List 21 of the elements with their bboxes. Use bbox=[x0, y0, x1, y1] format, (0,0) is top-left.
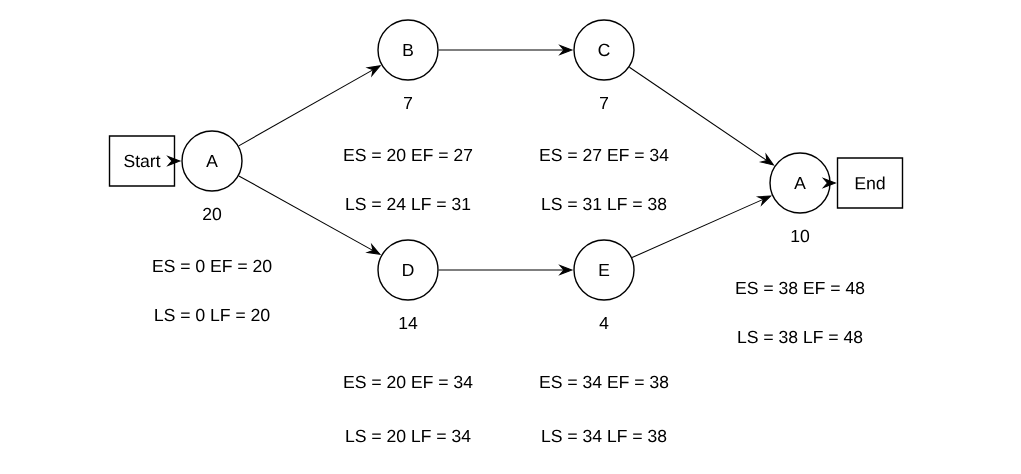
schedule-label: ES = 38 EF = 48 bbox=[736, 281, 865, 295]
schedule-label: LS = 24 LF = 31 bbox=[346, 197, 471, 211]
duration-label: 20 bbox=[203, 207, 222, 221]
schedule-label: ES = 0 EF = 20 bbox=[153, 259, 272, 273]
schedule-label: LS = 34 LF = 38 bbox=[542, 429, 667, 443]
terminal-box: End bbox=[836, 157, 904, 209]
duration-label: 4 bbox=[599, 316, 609, 330]
schedule-label: LS = 38 LF = 48 bbox=[738, 330, 863, 344]
schedule-label: ES = 20 EF = 27 bbox=[344, 148, 473, 162]
duration-label: 10 bbox=[791, 229, 810, 243]
duration-label: 7 bbox=[404, 96, 412, 110]
schedule-label: ES = 34 EF = 38 bbox=[540, 375, 669, 389]
schedule-label: LS = 20 LF = 34 bbox=[346, 429, 471, 443]
arrow bbox=[631, 195, 772, 259]
terminal-box: Start bbox=[108, 135, 176, 187]
schedule-label: LS = 0 LF = 20 bbox=[155, 308, 270, 322]
schedule-label: LS = 31 LF = 38 bbox=[542, 197, 667, 211]
duration-label: 7 bbox=[600, 96, 608, 110]
schedule-label: ES = 27 EF = 34 bbox=[540, 148, 669, 162]
duration-label: 14 bbox=[399, 316, 418, 330]
schedule-label: ES = 20 EF = 34 bbox=[344, 375, 473, 389]
